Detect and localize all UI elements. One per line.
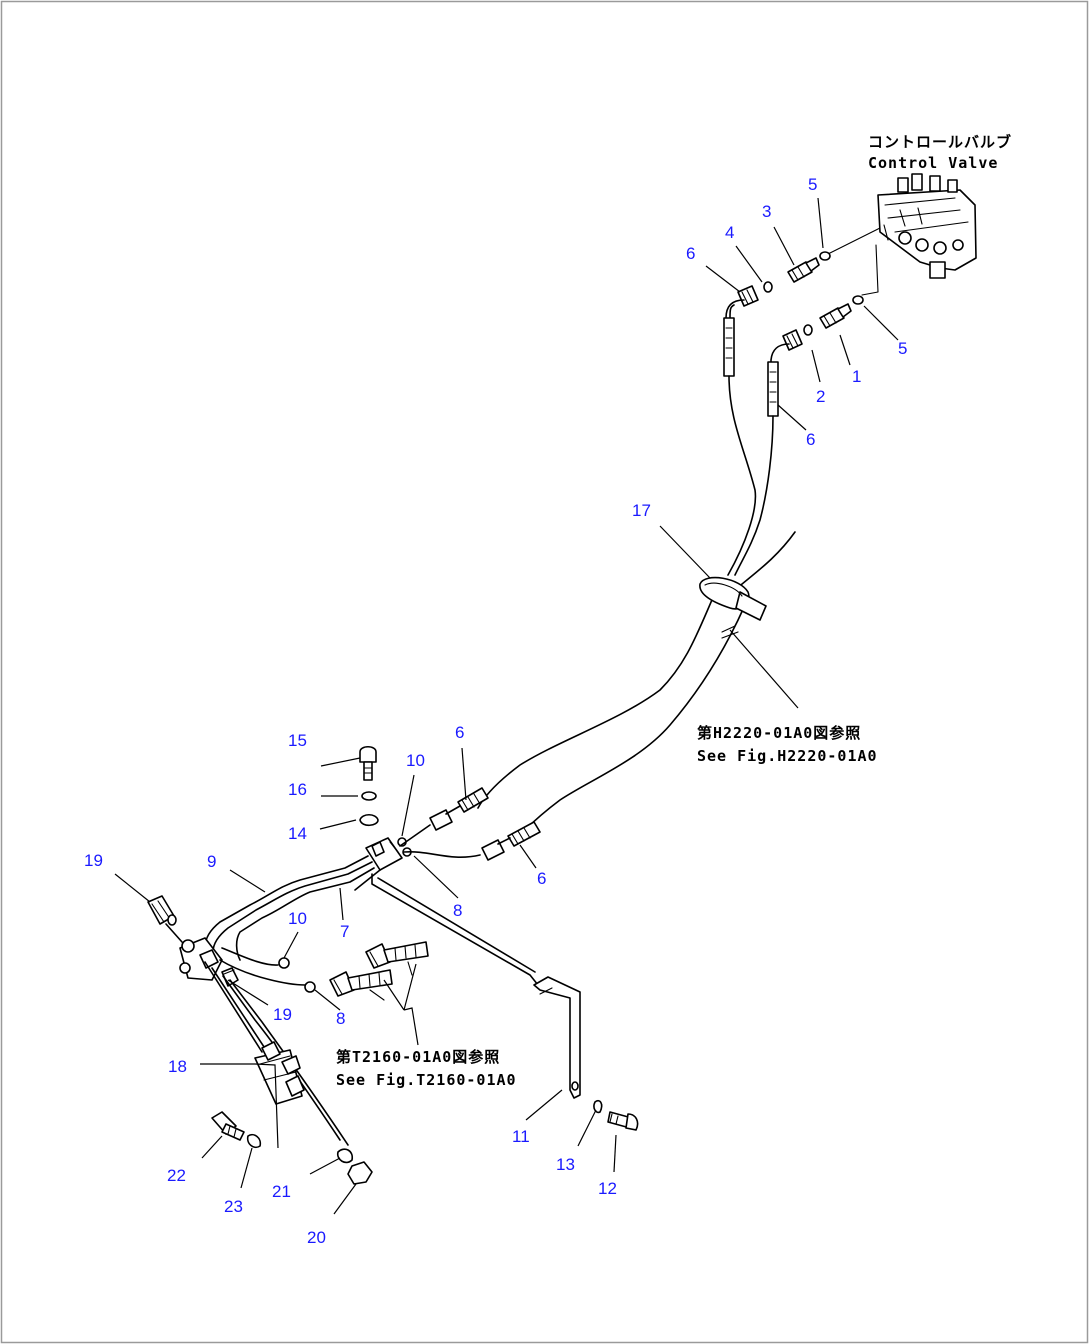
note-control-valve-en: Control Valve — [868, 154, 998, 172]
fitting-1-adapter — [819, 303, 852, 329]
left-tee-block — [179, 937, 223, 981]
callout-14: 14 — [288, 824, 307, 843]
callout-labels: 1 2 3 4 5 5 6 6 6 6 7 8 8 9 10 10 11 12 … — [84, 175, 907, 1247]
hose-bundle — [477, 375, 796, 831]
o-ring-10-lower — [278, 957, 290, 969]
callout-19-lower: 19 — [273, 1005, 292, 1024]
callout-13: 13 — [556, 1155, 575, 1174]
callout-4: 4 — [725, 223, 734, 242]
callout-18: 18 — [168, 1057, 187, 1076]
washer-23 — [246, 1133, 262, 1149]
hose-clamp-17 — [699, 576, 767, 621]
callout-5-lower: 5 — [898, 339, 907, 358]
note-ref-h2220-en: See Fig.H2220-01A0 — [697, 747, 878, 765]
nut-20 — [347, 1161, 373, 1185]
bolt-15 — [359, 745, 377, 781]
callout-17: 17 — [632, 501, 651, 520]
callout-6-upper-right: 6 — [806, 430, 815, 449]
fitting-6-upper-right — [782, 329, 803, 351]
fitting-6-mid-upper — [429, 787, 489, 831]
o-ring-2 — [803, 324, 813, 336]
callout-5-upper: 5 — [808, 175, 817, 194]
washer-14 — [359, 813, 379, 827]
callout-2: 2 — [816, 387, 825, 406]
callout-6-mid-upper: 6 — [455, 723, 464, 742]
callout-6-upper-left: 6 — [686, 244, 695, 263]
callout-8-lower: 8 — [336, 1009, 345, 1028]
callout-6-mid-lower: 6 — [537, 869, 546, 888]
bracket-11 — [533, 976, 581, 1099]
note-control-valve-jp: コントロールバルブ — [868, 133, 1012, 151]
note-ref-t2160-en: See Fig.T2160-01A0 — [336, 1071, 517, 1089]
o-ring-5-upper — [819, 251, 831, 261]
callout-22: 22 — [167, 1166, 186, 1185]
clamp-18 — [254, 1041, 305, 1105]
fitting-19-upper — [147, 895, 177, 926]
callout-11: 11 — [512, 1127, 530, 1146]
callout-16: 16 — [288, 780, 307, 799]
callout-3: 3 — [762, 202, 771, 221]
callout-8-upper: 8 — [453, 901, 462, 920]
washer-13 — [593, 1099, 603, 1114]
leader-lines — [114, 197, 899, 1215]
callout-23: 23 — [224, 1197, 243, 1216]
note-ref-t2160-jp: 第T2160-01A0図参照 — [336, 1048, 500, 1066]
bolt-22 — [211, 1111, 245, 1141]
fitting-6-upper-left — [737, 285, 759, 307]
washer-21 — [336, 1148, 354, 1164]
callout-12: 12 — [598, 1179, 617, 1198]
callout-1: 1 — [852, 367, 861, 386]
fitting-3-adapter — [787, 257, 820, 283]
tee-block — [365, 837, 403, 871]
o-ring-8-lower — [304, 981, 316, 993]
callout-21: 21 — [272, 1182, 291, 1201]
callout-9: 9 — [207, 852, 216, 871]
washer-16 — [361, 791, 377, 801]
control-valve — [877, 173, 977, 279]
note-ref-h2220-jp: 第H2220-01A0図参照 — [697, 724, 861, 742]
callout-15: 15 — [288, 731, 307, 750]
callout-7: 7 — [340, 922, 349, 941]
fitting-mid-left-b — [329, 969, 393, 997]
tube-assembly-7-9 — [204, 855, 381, 961]
bolt-12 — [607, 1111, 639, 1131]
callout-10-lower: 10 — [288, 909, 307, 928]
callout-20: 20 — [307, 1228, 326, 1247]
callout-10-upper: 10 — [406, 751, 425, 770]
fitting-6-mid-lower — [481, 821, 541, 861]
o-ring-4 — [763, 281, 773, 293]
callout-19-upper: 19 — [84, 851, 103, 870]
o-ring-5-lower — [852, 295, 864, 305]
fitting-mid-left-a — [365, 941, 429, 969]
